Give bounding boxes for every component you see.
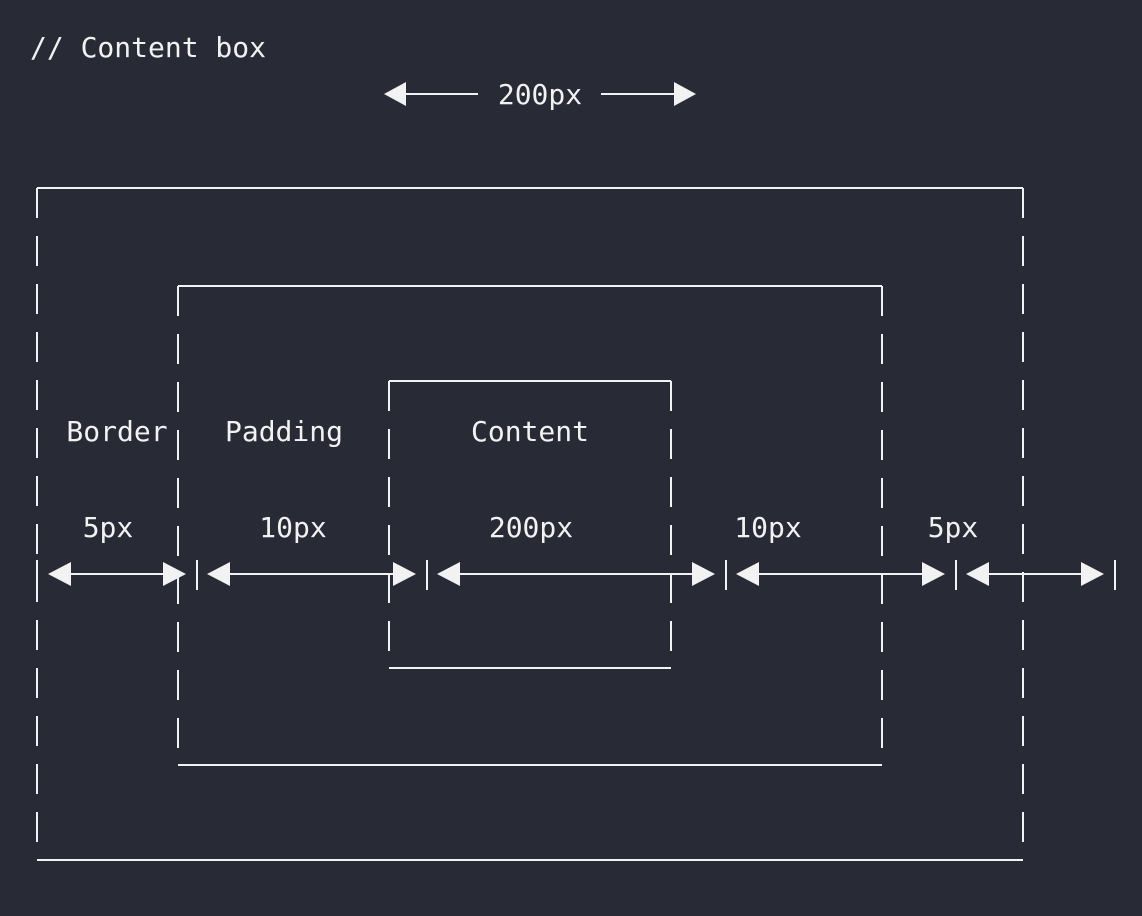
measure-label-border-right: 5px [928,511,979,544]
border-box [36,187,1024,861]
padding-box [177,285,883,766]
measure-arrow-padding-right [736,562,945,586]
arrow-right-head [674,82,696,106]
measure-label-content: 200px [489,511,573,544]
content-label: Content [471,415,589,448]
measure-label-border-left: 5px [83,511,134,544]
top-width-label: 200px [498,78,582,111]
code-comment: // Content box [30,31,266,64]
padding-label: Padding [225,415,343,448]
measure-arrow-border-right [966,562,1104,586]
border-label: Border [66,415,167,448]
measure-arrow-border-left [48,562,186,586]
measure-label-padding-right: 10px [734,511,801,544]
content-box [388,380,672,669]
measure-arrow-content [437,562,715,586]
arrow-left-head [384,82,406,106]
top-width-arrow [384,82,696,106]
measure-label-padding-left: 10px [259,511,326,544]
measure-arrows-row [36,560,1116,590]
measure-arrow-padding-left [207,562,416,586]
